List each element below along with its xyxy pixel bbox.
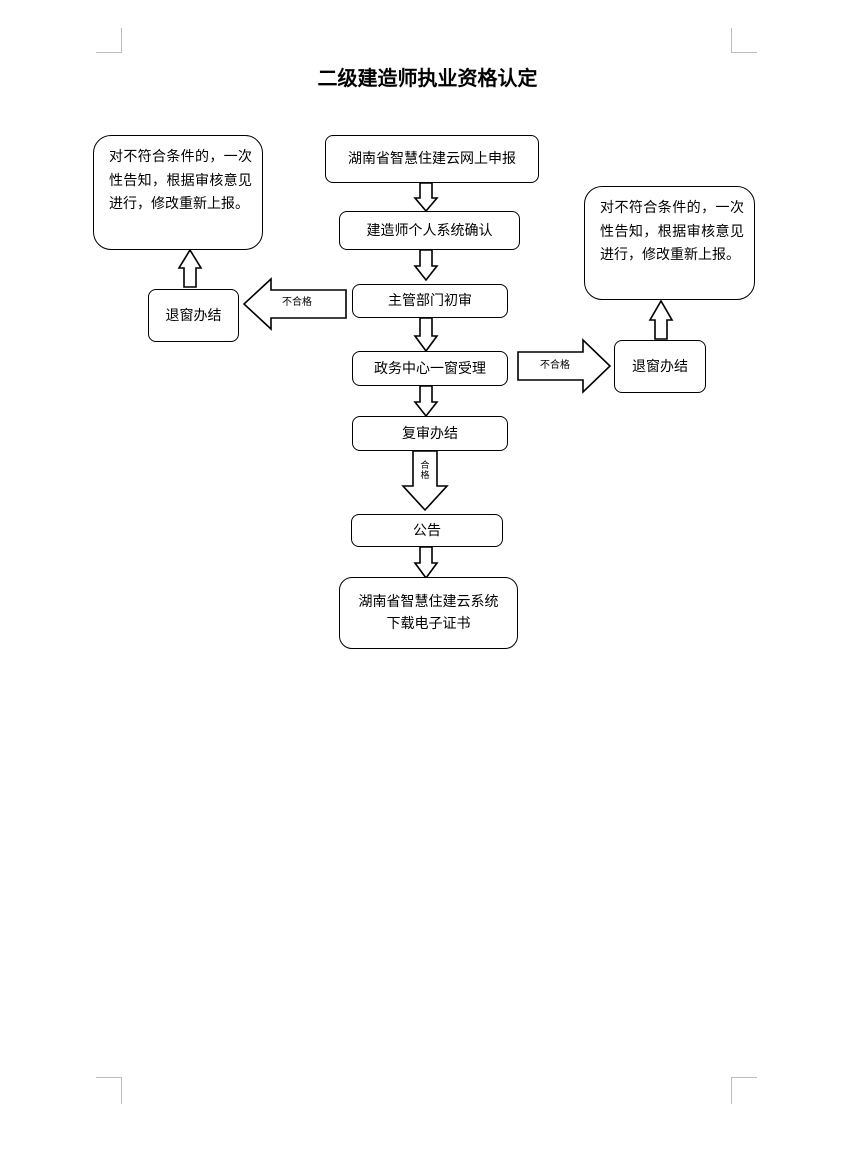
- up-arrow-left: [177, 248, 203, 288]
- down-arrow-pass: [401, 450, 449, 512]
- down-arrow-3: [413, 317, 439, 353]
- step-personal-confirm: 建造师个人系统确认: [339, 211, 520, 250]
- page-title: 二级建造师执业资格认定: [317, 66, 538, 90]
- step-download-certificate: 湖南省智慧住建云系统下载电子证书: [339, 577, 518, 649]
- pass-label: 合格: [420, 461, 430, 481]
- crop-mark: [121, 28, 122, 53]
- down-arrow-1: [413, 182, 439, 213]
- crop-mark: [731, 52, 757, 53]
- crop-mark: [96, 1077, 122, 1078]
- right-reject-result: 退窗办结: [614, 340, 706, 393]
- down-arrow-4: [413, 385, 439, 418]
- right-fail-arrow: [517, 338, 612, 394]
- crop-mark: [731, 1077, 757, 1078]
- step-announcement: 公告: [351, 514, 503, 547]
- up-arrow-right: [648, 299, 674, 340]
- step-download-certificate-text: 湖南省智慧住建云系统下载电子证书: [358, 594, 499, 632]
- crop-mark: [121, 1077, 122, 1104]
- right-fail-label: 不合格: [540, 360, 570, 371]
- down-arrow-6: [413, 546, 439, 580]
- crop-mark: [731, 28, 732, 53]
- left-fail-label: 不合格: [282, 297, 312, 308]
- right-reject-note: 对不符合条件的，一次性告知，根据审核意见进行，修改重新上报。: [584, 186, 755, 300]
- step-preliminary-review: 主管部门初审: [352, 284, 508, 318]
- step-final-review: 复审办结: [352, 416, 508, 451]
- left-reject-note: 对不符合条件的，一次性告知，根据审核意见进行，修改重新上报。: [93, 135, 263, 250]
- step-window-acceptance: 政务中心一窗受理: [352, 351, 508, 386]
- crop-mark: [96, 52, 122, 53]
- crop-mark: [731, 1077, 732, 1104]
- down-arrow-2: [413, 249, 439, 282]
- left-fail-arrow: [242, 277, 347, 331]
- left-reject-result: 退窗办结: [148, 289, 239, 342]
- step-online-apply: 湖南省智慧住建云网上申报: [325, 135, 539, 183]
